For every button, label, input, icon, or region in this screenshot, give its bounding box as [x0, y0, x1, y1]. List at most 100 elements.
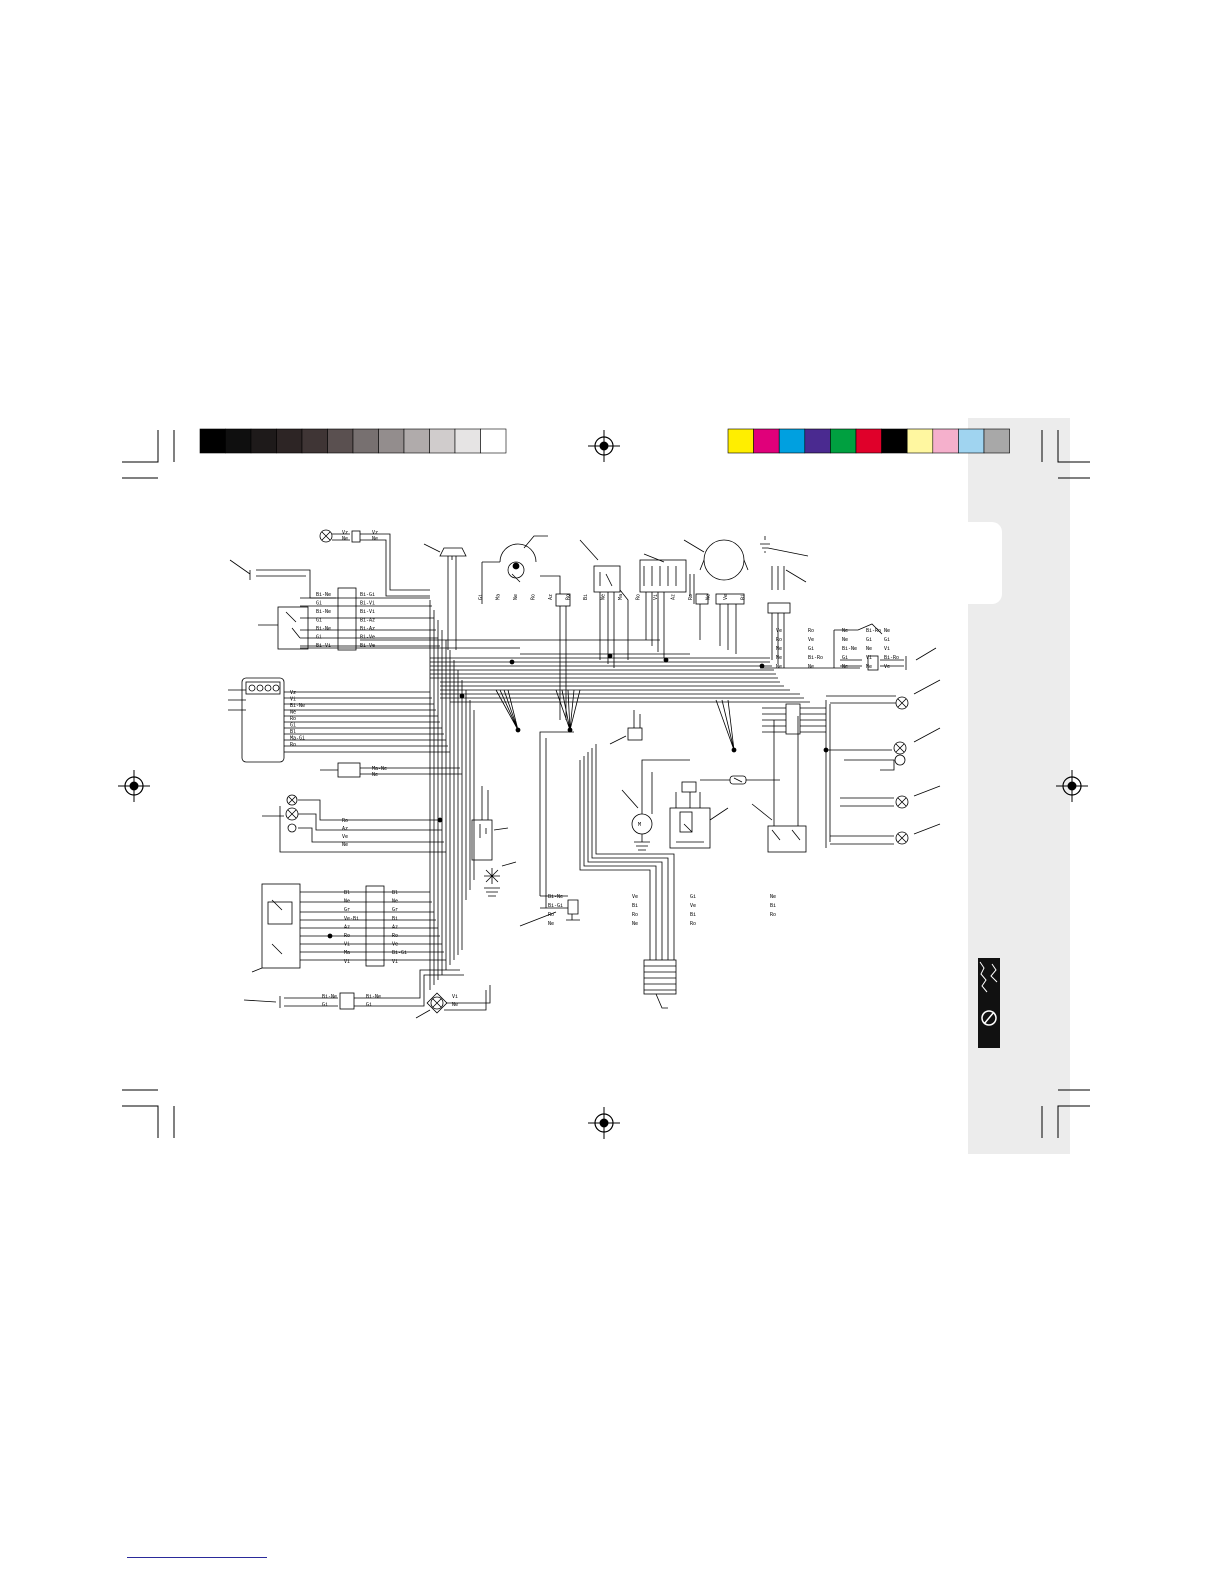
wire-color-label: Bi-Az: [360, 618, 375, 624]
flasher-unit: [609, 710, 643, 745]
wire-color-label: Ro: [808, 628, 814, 634]
wire-color-label: Az: [342, 826, 348, 832]
color-swatch: [804, 428, 831, 454]
wire-color-label: Ro: [566, 594, 572, 600]
gray-swatch: [199, 428, 226, 454]
wire-color-label: Ve: [884, 664, 890, 670]
registration-mark-left: [118, 770, 150, 802]
wire-color-label: Ne: [344, 899, 350, 905]
gray-swatch: [454, 428, 481, 454]
rectifier-block: [639, 553, 695, 658]
wire-color-label: Ne: [513, 594, 519, 600]
brand-logo: [978, 958, 1000, 1048]
alternator: [683, 539, 749, 654]
wire-color-label: Bl: [392, 890, 398, 896]
wire-color-label: Bi-Ro: [866, 628, 881, 634]
wire-color-label: Ne: [342, 536, 348, 542]
instrument-cluster: [228, 677, 450, 763]
wire-color-label: Ne: [866, 664, 872, 670]
wire-color-label: Ma: [496, 594, 502, 600]
wire-color-label: Vi: [452, 994, 458, 1000]
battery: [471, 786, 509, 861]
wire-color-label: Az: [392, 924, 398, 930]
gray-swatch: [403, 428, 430, 454]
wire-color-label: Gi: [322, 1002, 328, 1008]
gray-swatch: [276, 428, 303, 454]
color-swatch: [855, 428, 882, 454]
wire-color-label: Bi: [770, 903, 776, 909]
wire-color-label: Vi: [884, 646, 890, 652]
wire-color-label: Ma-Ne: [372, 766, 387, 772]
registration-mark-bottom: [588, 1107, 620, 1139]
top-center-switch: [481, 535, 571, 720]
wire-color-label: Ne: [548, 921, 554, 927]
wire-color-label: Ro: [548, 912, 554, 918]
wire-color-label: Ro: [290, 716, 296, 722]
wire-color-label: Ro: [770, 912, 776, 918]
color-swatch: [830, 428, 857, 454]
wire-color-label: Bi-Ne: [316, 626, 331, 632]
wire-color-label: Ne: [342, 842, 348, 848]
wire-color-label: Az: [344, 924, 350, 930]
gray-swatch: [480, 428, 507, 454]
wire-color-label: Bi-Ne: [548, 894, 563, 900]
color-swatch: [906, 428, 934, 454]
bottom-lamp: [415, 985, 491, 1019]
wire-color-label: Ro: [290, 742, 296, 748]
color-swatch: [727, 428, 754, 454]
wire-color-label: Bi-Ro: [884, 655, 899, 661]
gray-swatch: [352, 428, 379, 454]
wire-color-label: Ne: [706, 594, 712, 600]
wire-color-label: Bi-Ne: [322, 994, 337, 1000]
wire-color-label: Ro: [688, 594, 694, 600]
starter-relay: [669, 781, 729, 849]
wire-color-label: Ve: [690, 903, 696, 909]
wire-color-label: Gi: [316, 601, 322, 607]
wire-color-label: Gi: [842, 655, 848, 661]
wire-color-label: Gr: [392, 907, 398, 913]
wire-color-label: Gi: [690, 894, 696, 900]
wire-color-label: Gi: [478, 594, 484, 600]
wire-color-label: Ro: [342, 818, 348, 824]
wire-color-label: Ro: [344, 933, 350, 939]
gray-scale-bar: [199, 428, 507, 454]
right-connector-block: [762, 623, 937, 848]
gray-swatch: [225, 428, 252, 454]
left-switch-block: [251, 883, 446, 973]
wire-color-label: Bi-Ve: [360, 643, 375, 649]
color-swatch: [753, 428, 780, 454]
wire-color-labels: VzNeVzNeBi-NeGiBi-NeGiBi-NeGiBi-ViBi-GiB…: [290, 530, 899, 1008]
registration-mark-top: [588, 430, 620, 462]
wire-color-label: Bi-Vi: [360, 601, 375, 607]
wire-color-label: Gi: [884, 637, 890, 643]
top-left-lamp: [319, 529, 430, 597]
chapter-tab-notch: [968, 522, 1002, 604]
ignition-coil: [519, 731, 580, 927]
wire-color-label: Gi: [808, 646, 814, 652]
wire-color-label: Ne: [776, 646, 782, 652]
footer-rule: [127, 1557, 267, 1558]
wire-color-label: Bl: [344, 890, 350, 896]
wire-color-label: Ro: [776, 637, 782, 643]
wire-color-label: Vz: [372, 530, 378, 536]
crop-marks: [122, 430, 1090, 1138]
wire-color-label: Vz: [290, 690, 296, 696]
wire-color-label: Gi: [866, 637, 872, 643]
wire-color-label: Vi: [653, 594, 659, 600]
wire-color-label: Ve: [808, 637, 814, 643]
color-swatch: [932, 428, 959, 454]
wire-color-label: Ne: [776, 655, 782, 661]
wire-color-label: Ro: [632, 912, 638, 918]
wire-color-label: Ve: [392, 942, 398, 948]
wire-color-label: Bi-Az: [360, 626, 375, 632]
wire-color-label: Bi-Ne: [290, 703, 305, 709]
color-swatch: [778, 428, 806, 454]
wire-color-label: Vi: [392, 959, 398, 965]
wire-color-label: Ne: [290, 710, 296, 716]
wire-color-label: Vi: [290, 697, 296, 703]
top-right-ground: [760, 536, 809, 668]
wire-color-label: Ma: [344, 950, 350, 956]
gray-swatch: [327, 428, 354, 454]
wire-color-label: Bi-Gi: [392, 950, 407, 956]
wire-color-label: Bi: [392, 916, 398, 922]
